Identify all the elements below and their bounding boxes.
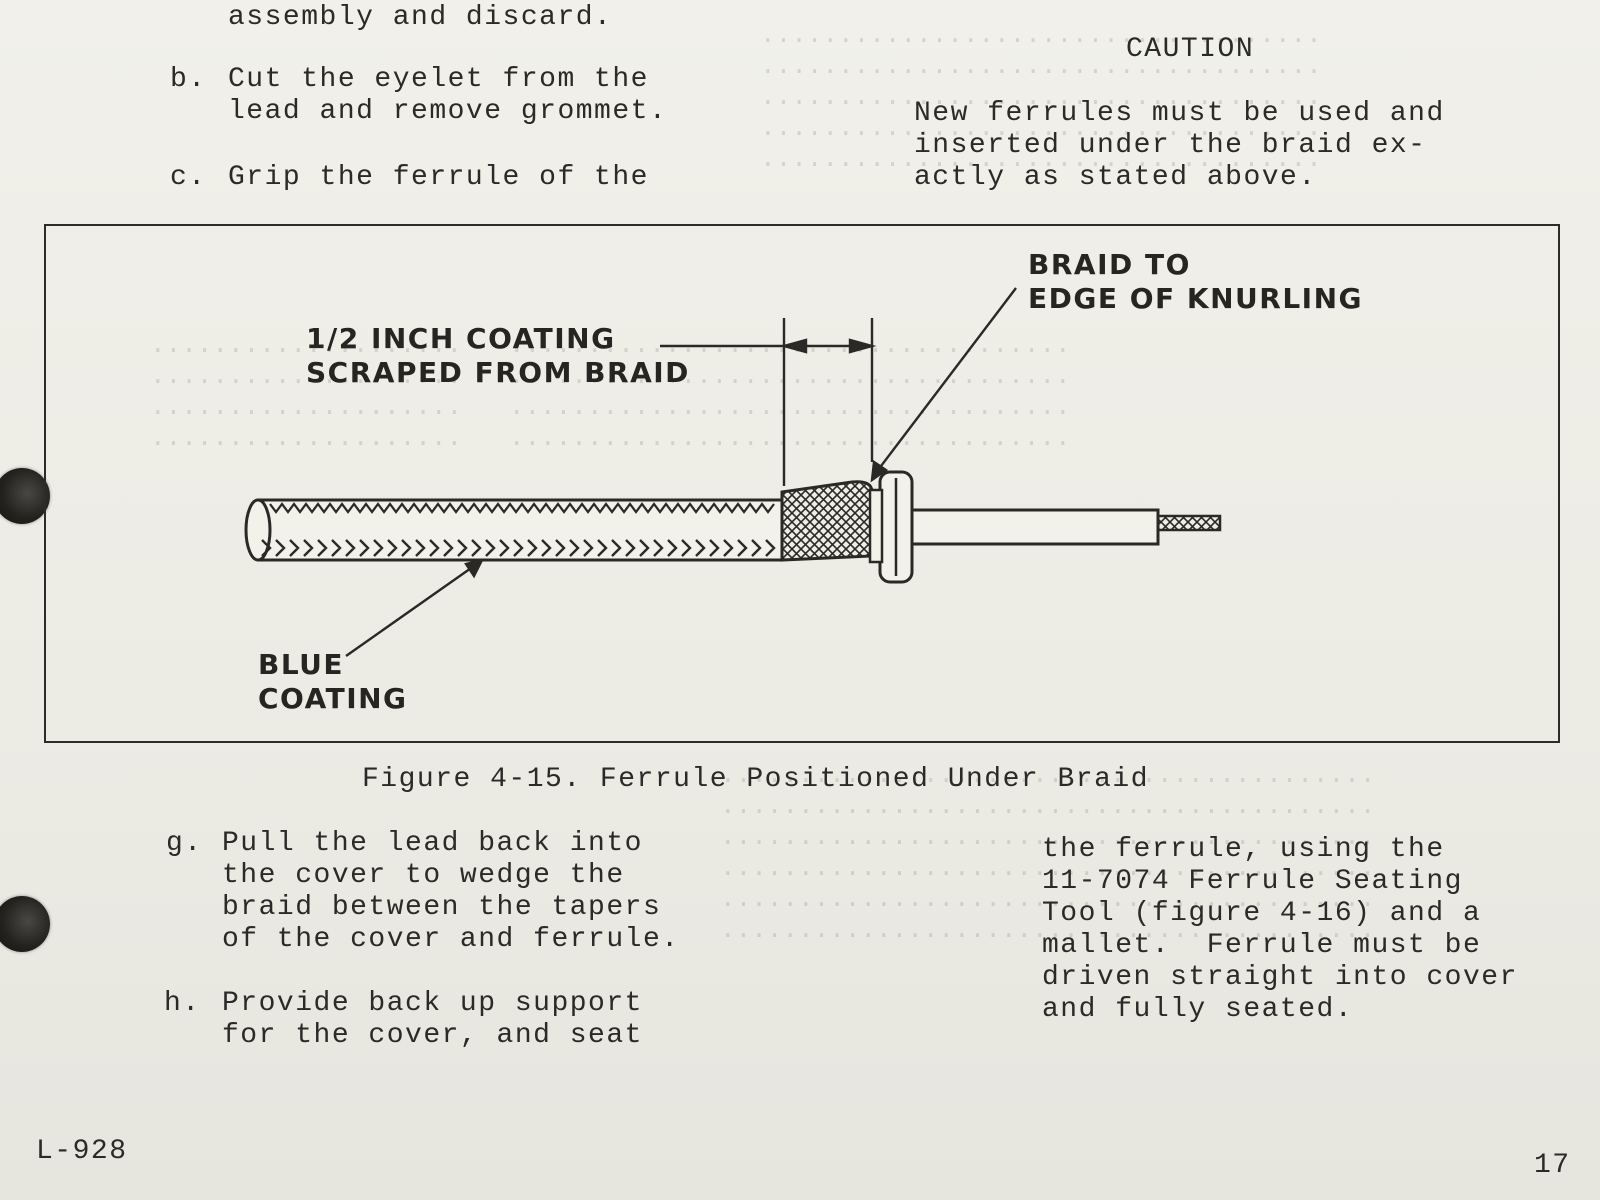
step-a-tail: assembly and discard. [228, 2, 612, 34]
ferrule-shaft [910, 508, 1222, 546]
continued-line: driven straight into cover [1042, 962, 1518, 993]
caution-line: inserted under the braid ex- [914, 130, 1427, 161]
callout-line: 1/2 INCH COATING [306, 322, 616, 355]
page-number-text: 17 [1534, 1150, 1571, 1181]
step-c-line: Grip the ferrule of the [228, 162, 649, 193]
continued-line: mallet. Ferrule must be [1042, 930, 1482, 961]
step-h-label: h. [164, 988, 201, 1019]
step-g-line: Pull the lead back into [222, 828, 643, 859]
continued-line: and fully seated. [1042, 994, 1354, 1025]
step-b: b. [170, 64, 207, 96]
page-number: 17 [1534, 1150, 1571, 1182]
step-h: h. [164, 988, 201, 1020]
document-id: L-928 [36, 1136, 128, 1168]
continued-line: 11-7074 Ferrule Seating [1042, 866, 1463, 897]
callout-line: EDGE OF KNURLING [1028, 282, 1364, 315]
callout-line: BLUE [258, 648, 345, 681]
callout-line: BRAID TO [1028, 248, 1191, 281]
braid-section [780, 480, 874, 562]
step-c: c. [170, 162, 207, 194]
caution-heading: CAUTION [1126, 34, 1254, 66]
step-h-line: Provide back up support [222, 988, 643, 1019]
dimension-marker [660, 318, 877, 486]
callout-line: SCRAPED FROM BRAID [306, 356, 690, 389]
coating-texture-bottom [261, 539, 776, 557]
step-b-line: lead and remove grommet. [228, 96, 668, 127]
binder-hole [0, 896, 50, 952]
figure-caption-text: Figure 4-15. Ferrule Positioned Under Br… [362, 764, 1150, 795]
step-g-line: the cover to wedge the [222, 860, 625, 891]
step-g-label: g. [166, 828, 203, 859]
figure-caption: Figure 4-15. Ferrule Positioned Under Br… [362, 764, 1149, 796]
step-g: g. [166, 828, 203, 860]
cable-body [244, 498, 784, 562]
coating-leader-arrow [345, 558, 485, 657]
step-g-line: braid between the tapers [222, 892, 662, 923]
step-a-text: assembly and discard. [228, 2, 613, 33]
caution-line: actly as stated above. [914, 162, 1317, 193]
coating-texture-top [269, 502, 775, 514]
ferrule-flange [868, 470, 914, 584]
continued-line: Tool (figure 4-16) and a [1042, 898, 1482, 929]
step-b-line: Cut the eyelet from the [228, 64, 649, 95]
figure-frame [44, 224, 1560, 743]
caution-heading-text: CAUTION [1126, 34, 1255, 65]
callout-line: COATING [258, 682, 408, 715]
step-c-body: Grip the ferrule of the [228, 162, 649, 194]
step-h-line: for the cover, and seat [222, 1020, 643, 1051]
step-c-label: c. [170, 162, 207, 193]
caution-line: New ferrules must be used and [914, 98, 1445, 129]
braid-leader-arrow [870, 287, 1017, 483]
step-b-label: b. [170, 64, 207, 95]
continued-line: the ferrule, using the [1042, 834, 1445, 865]
binder-hole [0, 468, 50, 524]
document-id-text: L-928 [36, 1136, 128, 1167]
step-g-line: of the cover and ferrule. [222, 924, 680, 955]
